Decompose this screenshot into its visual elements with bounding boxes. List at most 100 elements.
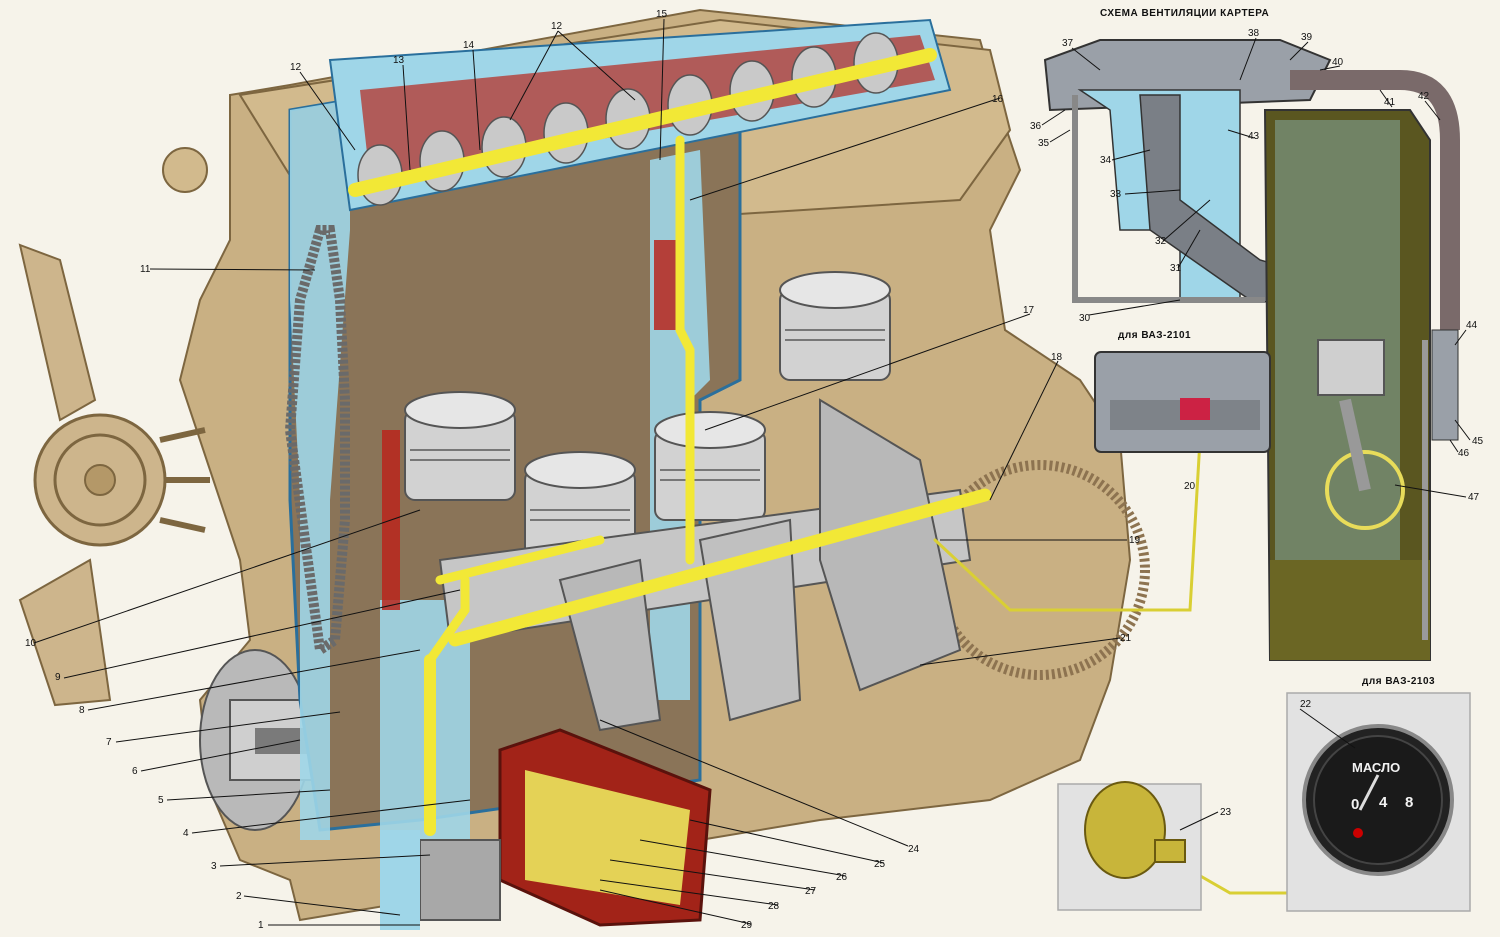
callout-label: 40 (1332, 57, 1344, 68)
gauge-word: МАСЛО (1352, 760, 1401, 775)
leader-line (599, 879, 779, 906)
leader-line (1049, 129, 1071, 143)
callout-label: 11 (140, 264, 151, 275)
callout-label: 8 (79, 705, 85, 716)
leader-line (1227, 129, 1255, 139)
callout-label: 20 (1184, 481, 1196, 492)
leader-line (689, 97, 1001, 201)
leader-line (243, 895, 401, 916)
leader-line (704, 313, 1031, 431)
callout-label: 15 (656, 9, 668, 20)
callout-label: 18 (1051, 352, 1063, 363)
leader-line (402, 64, 411, 171)
callout-label: 29 (741, 920, 753, 931)
callout-label: 2 (236, 891, 242, 902)
callout-label: 16 (992, 94, 1004, 105)
leader-line (1319, 65, 1341, 71)
callout-label: 19 (1129, 535, 1141, 546)
leader-lines (33, 18, 1471, 926)
leader-line (472, 49, 481, 151)
leader-line (659, 18, 665, 161)
leader-line (149, 268, 316, 271)
leader-line (1449, 439, 1459, 453)
callout-label: 23 (1220, 807, 1232, 818)
callout-label: 22 (1300, 699, 1312, 710)
callout-label: 39 (1301, 32, 1313, 43)
oil-pressure-sensor (1057, 781, 1202, 911)
callout-label: 25 (874, 859, 886, 870)
callout-label: 30 (1079, 313, 1091, 324)
callout-label: 5 (158, 795, 164, 806)
leader-line (1041, 109, 1066, 126)
leader-line (639, 839, 847, 877)
callout-label: 31 (1170, 263, 1182, 274)
callout-label: 26 (836, 872, 848, 883)
callout-label: 42 (1418, 91, 1430, 102)
callout-label: 6 (132, 766, 138, 777)
leader-line (509, 30, 559, 121)
leader-line (1111, 149, 1151, 161)
leader-line (191, 799, 471, 834)
leader-line (599, 889, 752, 925)
leader-line (1088, 299, 1181, 316)
callout-label: 9 (55, 672, 61, 683)
leader-line (1177, 229, 1201, 269)
cooling-fan (18, 147, 210, 707)
callout-label: 7 (106, 737, 112, 748)
callout-label: 45 (1472, 436, 1484, 447)
leader-line (1299, 708, 1356, 749)
leader-line (919, 637, 1121, 666)
gauge-scale-4: 4 (1379, 794, 1388, 811)
callout-label: 12 (290, 62, 302, 73)
leader-line (63, 589, 461, 679)
oil-passages (348, 48, 1377, 895)
callout-label: 36 (1030, 121, 1042, 132)
callout-label: 12 (551, 21, 563, 32)
callout-label: 43 (1248, 131, 1260, 142)
leader-line (140, 739, 301, 772)
leader-line (299, 71, 356, 151)
leader-line (1379, 89, 1393, 108)
leader-line (1124, 189, 1181, 195)
crankcase-ventilation-inset (1043, 39, 1460, 661)
oil-pump-filter (380, 728, 712, 930)
leader-line (115, 711, 341, 743)
gauge-scale-0: 0 (1351, 796, 1360, 813)
leader-line (557, 30, 636, 101)
leader-line (219, 854, 431, 867)
callout-label: 47 (1468, 492, 1480, 503)
leader-line (33, 509, 421, 644)
callout-label: 1 (258, 920, 264, 931)
callout-label: 10 (25, 638, 37, 649)
callout-label: 13 (393, 55, 405, 66)
callout-label: 27 (805, 886, 817, 897)
leader-line (989, 360, 1059, 501)
leader-line (1424, 100, 1441, 121)
callout-label: 28 (768, 901, 780, 912)
leader-line (1179, 811, 1219, 831)
leader-line (689, 819, 885, 864)
leader-line (87, 649, 421, 711)
leader-line (1454, 419, 1471, 441)
leader-line (1239, 37, 1257, 81)
callout-label: 37 (1062, 38, 1074, 49)
inset-title: СХЕМА ВЕНТИЛЯЦИИ КАРТЕРА (1100, 8, 1270, 19)
callout-label: 17 (1023, 305, 1035, 316)
callout-label: 14 (463, 40, 475, 51)
caption-vaz-2103: для ВАЗ-2103 (1362, 676, 1436, 687)
callout-label: 32 (1155, 236, 1167, 247)
leader-line (609, 859, 816, 891)
gauge-scale-8: 8 (1405, 794, 1414, 811)
callout-label: 33 (1110, 189, 1122, 200)
callout-label: 3 (211, 861, 217, 872)
leader-line (1289, 41, 1309, 61)
callout-label: 21 (1120, 633, 1132, 644)
leader-line (1071, 47, 1101, 71)
caption-vaz-2101: для ВАЗ-2101 (1118, 330, 1192, 341)
oil-pressure-gauge (1286, 692, 1471, 912)
leader-line (599, 719, 909, 847)
callout-label: 44 (1466, 320, 1478, 331)
callout-label: 41 (1384, 97, 1396, 108)
